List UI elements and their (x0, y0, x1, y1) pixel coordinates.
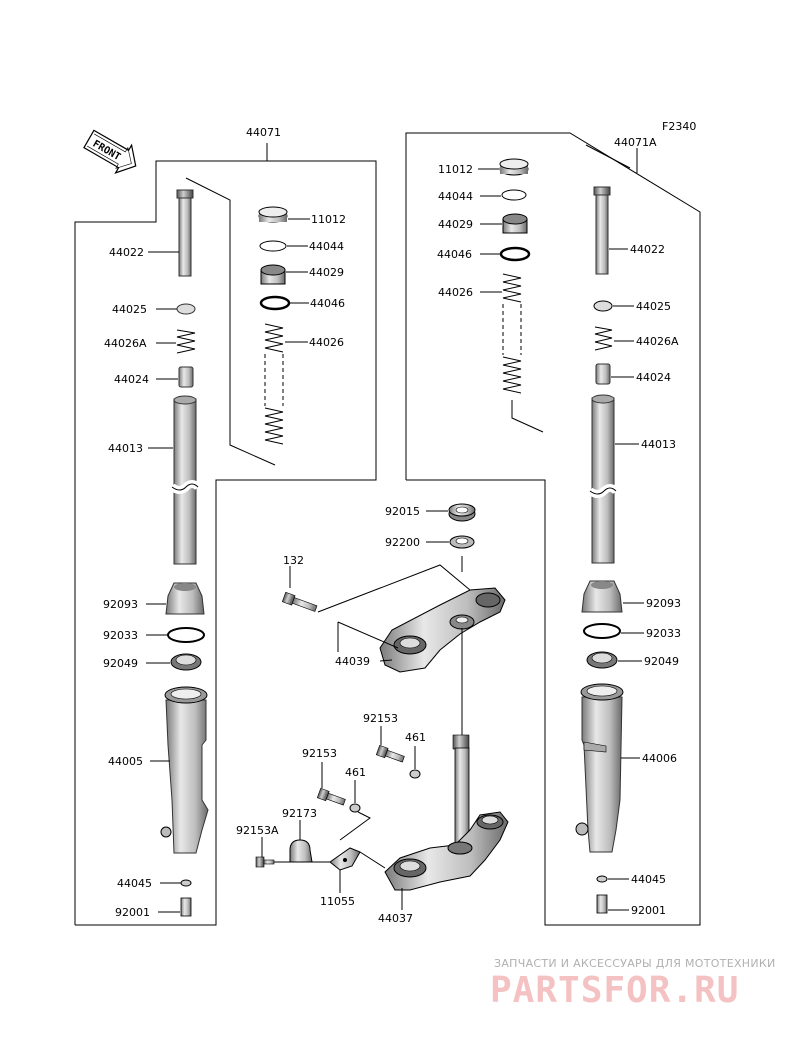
right-fork-parts: 11012 44044 44029 44046 44026 44022 4402… (437, 158, 681, 917)
label-left-92093: 92093 (103, 598, 138, 611)
label-92153a: 92153A (236, 824, 279, 837)
label-left-11012: 11012 (311, 213, 346, 226)
label-left-92001: 92001 (115, 906, 150, 919)
label-right-44026a: 44026A (636, 335, 679, 348)
center-parts: 92015 92200 132 44039 (236, 503, 509, 925)
label-right-44024: 44024 (636, 371, 671, 384)
label-left-44022: 44022 (109, 246, 144, 259)
label-left-44024: 44024 (114, 373, 149, 386)
label-right-44013: 44013 (641, 438, 676, 451)
label-right-92001: 92001 (631, 904, 666, 917)
label-right-44029: 44029 (438, 218, 473, 231)
label-right-44025: 44025 (636, 300, 671, 313)
label-right-92049: 92049 (644, 655, 679, 668)
label-461-upper: 461 (405, 731, 426, 744)
label-11055: 11055 (320, 895, 355, 908)
label-right-11012: 11012 (438, 163, 473, 176)
label-left-44013: 44013 (108, 442, 143, 455)
label-right-44071a: 44071A (614, 136, 657, 149)
label-right-44026: 44026 (438, 286, 473, 299)
label-left-92033: 92033 (103, 629, 138, 642)
label-left-44071: 44071 (246, 126, 281, 139)
label-92173: 92173 (282, 807, 317, 820)
label-left-44005: 44005 (108, 755, 143, 768)
label-right-92033: 92033 (646, 627, 681, 640)
label-92153-lower: 92153 (302, 747, 337, 760)
watermark-logo: PARTSFOR.RU (490, 970, 739, 1011)
label-right-44046: 44046 (437, 248, 472, 261)
label-461-lower: 461 (345, 766, 366, 779)
label-left-44026a: 44026A (104, 337, 147, 350)
label-right-44022: 44022 (630, 243, 665, 256)
left-fork-parts: 44022 44025 44026A 44024 44013 92093 920… (103, 189, 346, 919)
front-arrow-icon: FRONT (83, 129, 137, 174)
watermark-caption: ЗАПЧАСТИ И АКСЕССУАРЫ ДЛЯ МОТОТЕХНИКИ (494, 957, 776, 970)
label-92015: 92015 (385, 505, 420, 518)
label-right-44044: 44044 (438, 190, 473, 203)
label-44037: 44037 (378, 912, 413, 925)
label-left-44026: 44026 (309, 336, 344, 349)
label-left-92049: 92049 (103, 657, 138, 670)
label-left-44045: 44045 (117, 877, 152, 890)
label-left-44029: 44029 (309, 266, 344, 279)
left-assembly-outline: 44071 (74, 126, 377, 926)
label-44039: 44039 (335, 655, 370, 668)
label-132: 132 (283, 554, 304, 567)
label-92153-upper: 92153 (363, 712, 398, 725)
watermark: ЗАПЧАСТИ И АКСЕССУАРЫ ДЛЯ МОТОТЕХНИКИ PA… (490, 957, 776, 1011)
diagram-code: F2340 (662, 120, 696, 133)
label-92200: 92200 (385, 536, 420, 549)
label-left-44025: 44025 (112, 303, 147, 316)
label-right-44006: 44006 (642, 752, 677, 765)
label-left-44046: 44046 (310, 297, 345, 310)
right-assembly-outline: 44071A (405, 132, 701, 926)
label-right-44045: 44045 (631, 873, 666, 886)
label-left-44044: 44044 (309, 240, 344, 253)
label-right-92093: 92093 (646, 597, 681, 610)
